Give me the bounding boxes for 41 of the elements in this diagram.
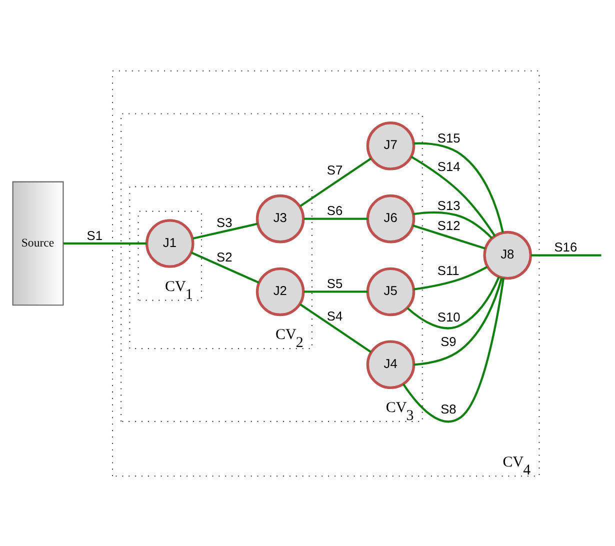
node-circle: J7 — [366, 121, 416, 170]
node-circle: J6 — [366, 194, 416, 243]
connector — [414, 142, 504, 232]
node-circle: J4 — [366, 340, 416, 389]
connector — [190, 251, 260, 284]
connector — [402, 277, 505, 422]
edge-label: S3 — [216, 214, 232, 230]
node-circle: J2 — [256, 266, 305, 316]
connector — [300, 157, 372, 207]
edge-label: S16 — [554, 239, 578, 254]
edge-label: S7 — [326, 162, 343, 177]
connector — [63, 242, 147, 244]
connector — [413, 210, 493, 238]
edge-label: S9 — [440, 333, 456, 348]
node-circle: J5 — [366, 266, 416, 316]
connector — [304, 290, 368, 292]
edge-label: S12 — [437, 218, 460, 233]
connector — [192, 222, 258, 240]
edge-label: S5 — [326, 276, 343, 291]
edge-label: S13 — [437, 197, 460, 212]
node-box: Source — [12, 180, 64, 306]
edge-label: S10 — [437, 308, 460, 324]
connector — [412, 224, 486, 250]
connector — [531, 254, 602, 256]
edge-label: S2 — [216, 248, 232, 264]
node-circle: J3 — [256, 194, 305, 243]
edge-label: S14 — [437, 158, 460, 174]
connector — [304, 217, 368, 220]
node-circle: J8 — [483, 230, 532, 280]
connector — [410, 155, 496, 236]
connector — [414, 277, 503, 366]
connector — [414, 265, 488, 290]
edge-label: S1 — [86, 227, 103, 242]
connector — [300, 303, 372, 352]
node-circle: J1 — [146, 218, 194, 268]
edge-label: S4 — [326, 308, 343, 323]
edge-label: S8 — [440, 401, 456, 416]
edge-label: S6 — [326, 202, 343, 218]
edge-label: S15 — [437, 130, 460, 145]
connector — [406, 276, 500, 329]
edge-label: S11 — [437, 262, 460, 278]
